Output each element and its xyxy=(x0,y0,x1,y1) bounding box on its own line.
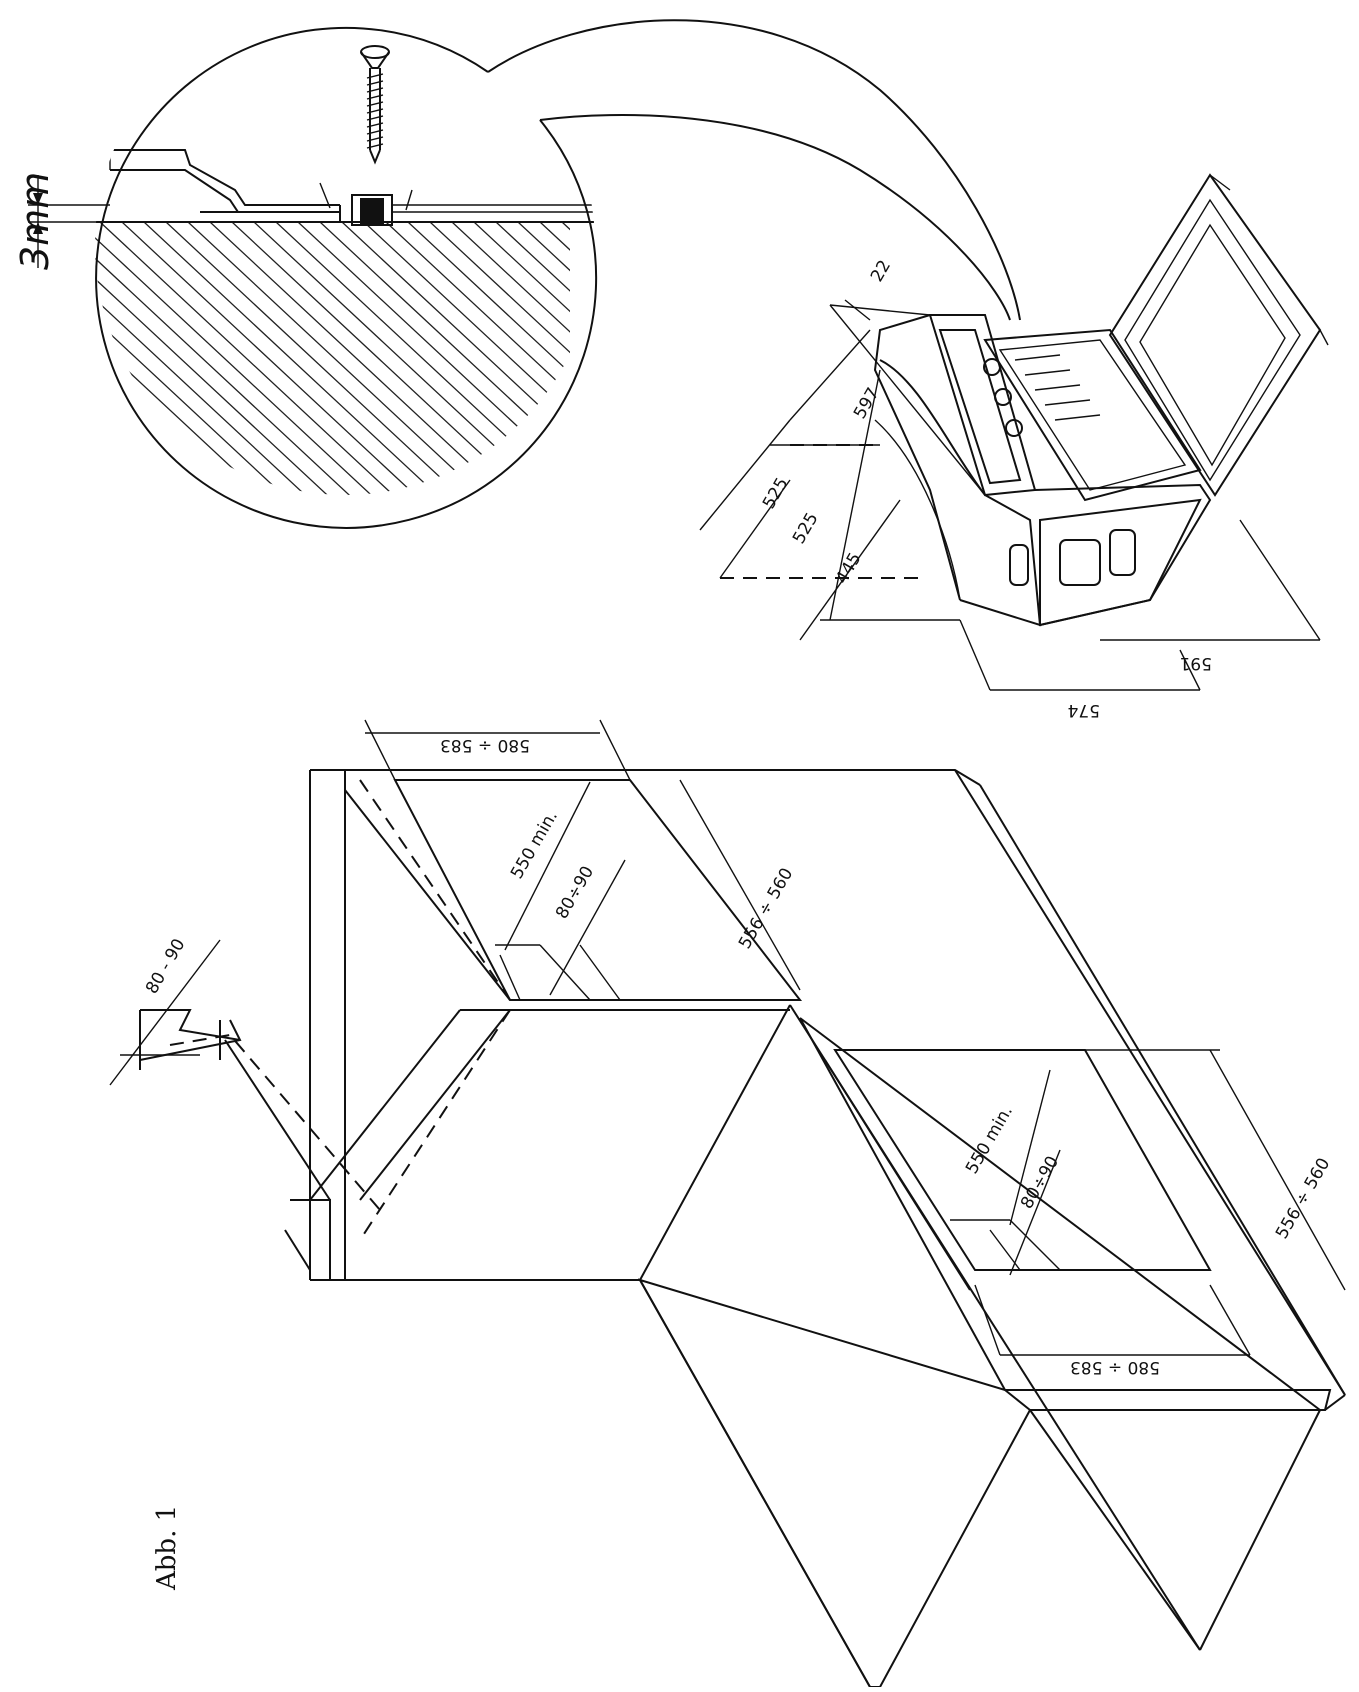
hatch-line xyxy=(517,222,570,495)
hatch-line xyxy=(95,222,399,495)
detail-magnifier xyxy=(0,19,1058,529)
hatch-line xyxy=(165,222,487,495)
hatch-line xyxy=(429,222,570,495)
hatch-line xyxy=(539,222,570,495)
hatch-line xyxy=(0,222,2,520)
hatch-line xyxy=(231,222,553,495)
hatch-line xyxy=(95,222,333,495)
hatch-line xyxy=(209,222,531,495)
worktop-section-hatch xyxy=(0,222,1058,520)
hatch-line xyxy=(385,222,570,495)
dim-top-556-560: 556 ÷ 560 xyxy=(735,865,797,953)
figure-label: Abb. 1 xyxy=(152,1505,182,1591)
dim-22: 22 xyxy=(867,257,895,286)
dim-bot-80-90: 80÷90 xyxy=(1017,1153,1063,1213)
hatch-line xyxy=(363,222,570,495)
gap-label: 3mm xyxy=(13,172,57,270)
control-knob-icon xyxy=(983,358,1023,437)
hatch-line xyxy=(650,222,970,520)
dim-top-80-90: 80 - 90 xyxy=(142,935,189,997)
dim-top-580-583: 580 ÷ 583 xyxy=(440,735,530,755)
screw-thread-line xyxy=(366,73,384,79)
screw-thread-line xyxy=(366,115,384,121)
hatch-line xyxy=(473,222,570,495)
screw-thread-line xyxy=(366,101,384,107)
hatch-line xyxy=(143,222,465,495)
hatch-line xyxy=(341,222,570,495)
hatch-line xyxy=(694,222,1014,520)
dim-bot-580-583: 580 ÷ 583 xyxy=(1070,1357,1160,1377)
hatch-line xyxy=(99,222,421,495)
hatch-line xyxy=(121,222,443,495)
screw-thread-line xyxy=(366,87,384,93)
screw-thread-line xyxy=(366,122,384,128)
dim-525-a: 525 xyxy=(759,474,793,512)
gap-dimension: 3mm xyxy=(13,172,110,270)
hatch-line xyxy=(297,222,570,495)
hatch-line xyxy=(275,222,570,495)
dim-574: 574 xyxy=(1068,700,1100,720)
cabinet-drawing xyxy=(109,769,1346,1688)
oven-drawing: 22 597 525 525 445 591 574 xyxy=(699,173,1329,720)
cabinet-dimension-lines xyxy=(364,719,1346,1356)
oven-dimension-lines xyxy=(699,299,1321,691)
hatch-line xyxy=(319,222,570,495)
screw-thread-line xyxy=(366,136,384,142)
hatch-line xyxy=(628,222,948,520)
hatch-line xyxy=(95,222,355,495)
hatch-line xyxy=(672,222,992,520)
dim-525-b: 525 xyxy=(789,509,823,547)
dim-bot-550-min: 550 min. xyxy=(962,1102,1017,1177)
screw-thread-line xyxy=(366,94,384,100)
hatch-line xyxy=(95,222,377,495)
dim-top-550-min: 550 min. xyxy=(507,807,562,882)
dim-top-80-90-b: 80÷90 xyxy=(552,863,598,923)
hatch-line xyxy=(187,222,509,495)
hatch-line xyxy=(253,222,570,495)
hatch-line xyxy=(738,222,1058,520)
screw-icon xyxy=(360,45,390,165)
dim-bot-556-560: 556 ÷ 560 xyxy=(1272,1155,1334,1243)
hatch-line xyxy=(407,222,570,495)
hatch-line xyxy=(95,222,311,495)
hatch-line xyxy=(495,222,570,495)
screw-thread-line xyxy=(366,108,384,114)
dim-597: 597 xyxy=(850,384,884,422)
hatch-line xyxy=(451,222,570,495)
screw-thread-line xyxy=(366,129,384,135)
screw-thread-line xyxy=(366,80,384,86)
dim-591: 591 xyxy=(1180,653,1212,673)
screw-thread-line xyxy=(366,143,384,149)
